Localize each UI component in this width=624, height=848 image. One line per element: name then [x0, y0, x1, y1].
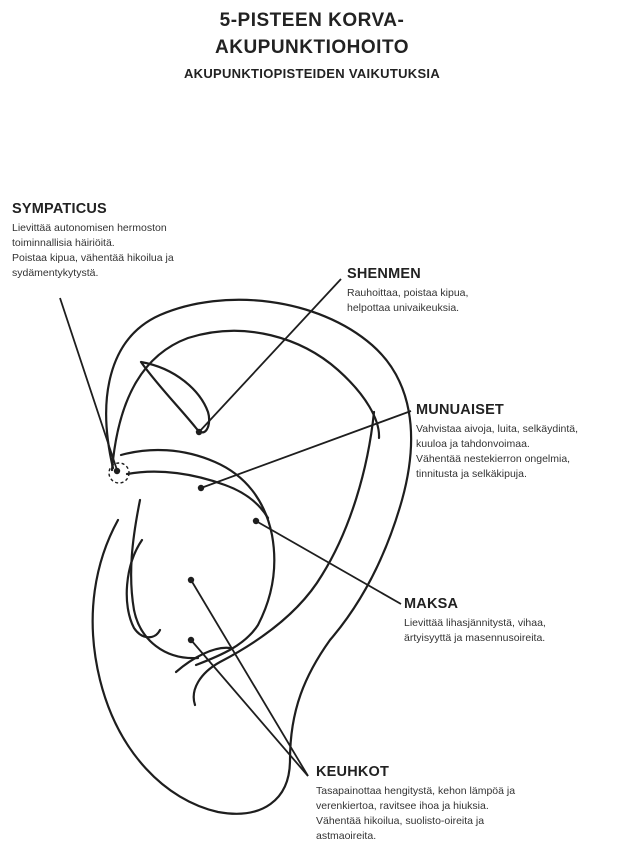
munuaiset-line: Vähentää nestekierron ongelmia,: [416, 452, 621, 467]
ear-scapha: [194, 412, 374, 705]
munuaiset-line: kuuloa ja tahdonvoimaa.: [416, 437, 621, 452]
shenmen-title: SHENMEN: [347, 266, 577, 282]
keuhkot-line: verenkiertoa, ravitsee ihoa ja hiuksia.: [316, 799, 606, 814]
keuhkot-label: KEUHKOT Tasapainottaa hengitystä, kehon …: [316, 764, 606, 844]
munuaiset-title: MUNUAISET: [416, 402, 621, 418]
keuhkot-leader-2: [191, 640, 308, 776]
maksa-label: MAKSA Lievittää lihasjännitystä, vihaa, …: [404, 596, 619, 646]
sympaticus-line: Poistaa kipua, vähentää hikoilua ja: [12, 251, 272, 266]
munuaiset-label: MUNUAISET Vahvistaa aivoja, luita, selkä…: [416, 402, 621, 482]
keuhkot-line: Vähentää hikoilua, suolisto-oireita ja: [316, 814, 606, 829]
sympaticus-line: toiminnallisia häiriöitä.: [12, 236, 272, 251]
munuaiset-leader: [201, 411, 411, 488]
shenmen-label: SHENMEN Rauhoittaa, poistaa kipua, helpo…: [347, 266, 577, 316]
maksa-line: ärtyisyyttä ja masennusoireita.: [404, 631, 619, 646]
keuhkot-point-upper: [188, 577, 194, 583]
munuaiset-point: [198, 485, 204, 491]
maksa-point: [253, 518, 259, 524]
maksa-line: Lievittää lihasjännitystä, vihaa,: [404, 616, 619, 631]
keuhkot-leader-1: [191, 580, 308, 776]
munuaiset-line: Vahvistaa aivoja, luita, selkäydintä,: [416, 422, 621, 437]
sympaticus-point: [114, 468, 120, 474]
maksa-title: MAKSA: [404, 596, 619, 612]
ear-triangular-fossa: [141, 362, 209, 432]
munuaiset-line: tinnitusta ja selkäkipuja.: [416, 467, 621, 482]
keuhkot-title: KEUHKOT: [316, 764, 606, 780]
shenmen-point: [196, 429, 202, 435]
sympaticus-line: Lievittää autonomisen hermoston: [12, 221, 272, 236]
sympaticus-line: sydämentykytystä.: [12, 266, 272, 281]
keuhkot-line: astmaoireita.: [316, 829, 606, 844]
shenmen-line: Rauhoittaa, poistaa kipua,: [347, 286, 577, 301]
keuhkot-point-lower: [188, 637, 194, 643]
sympaticus-label: SYMPATICUS Lievittää autonomisen hermost…: [12, 201, 272, 281]
ear-crus-helix: [127, 472, 268, 518]
shenmen-line: helpottaa univaikeuksia.: [347, 301, 577, 316]
keuhkot-line: Tasapainottaa hengitystä, kehon lämpöä j…: [316, 784, 606, 799]
sympaticus-title: SYMPATICUS: [12, 201, 272, 217]
